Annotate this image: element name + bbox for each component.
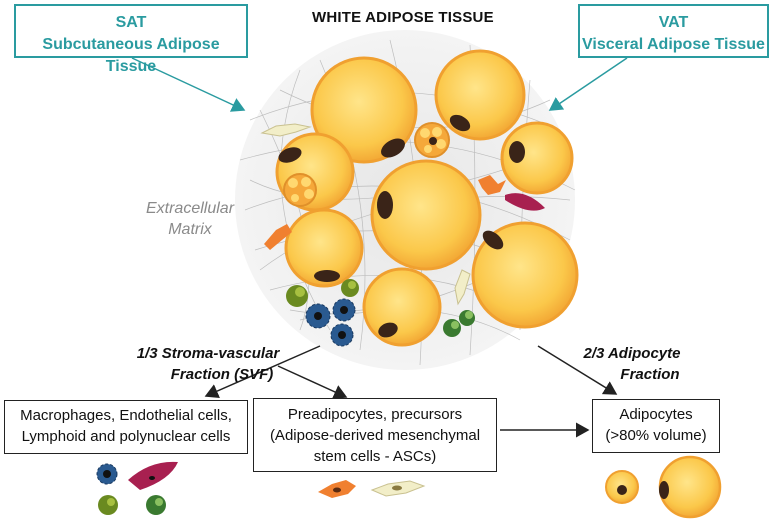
arrow-to-preadipocytes [277, 365, 348, 399]
arrow-to-adipocytes [537, 345, 618, 395]
arrow-to-macrophages [204, 345, 321, 399]
macrophages-box: Macrophages, Endothelial cells, Lymphoid… [4, 400, 248, 454]
stem-cell-top-left [260, 123, 312, 137]
adipocyte-small-berry-top [414, 122, 450, 158]
vat-arrow [548, 57, 628, 111]
macrophages-line2: Lymphoid and polynuclear cells [21, 428, 231, 445]
macrophages-line1: Macrophages, Endothelial cells, [20, 407, 232, 424]
stem-cell-bottom [454, 269, 471, 306]
adipocyte-small-berry-left [283, 173, 317, 207]
vat-name: Visceral Adipose Tissue [582, 36, 765, 53]
adipocyte-icons [605, 455, 722, 519]
sat-name: Subcutaneous Adipose Tissue [42, 36, 220, 75]
preadipocyte-right [478, 175, 506, 195]
adipocyte-right [500, 121, 574, 195]
svf-cell-icons [96, 461, 178, 515]
preadipocyte-icons [318, 480, 426, 498]
preadipocyte-left [264, 224, 292, 250]
preadipocytes-line1: Preadipocytes, precursors [287, 406, 463, 423]
preadipocytes-line3: stem cells - ASCs) [313, 448, 437, 465]
sat-abbrev: SAT [115, 14, 147, 31]
stromal-cells-cluster [260, 123, 545, 347]
sat-arrow [131, 57, 246, 112]
adipocytes-line2: (>80% volume) [605, 427, 707, 444]
sat-box: SAT Subcutaneous Adipose Tissue [14, 4, 248, 75]
adipocyte-fraction-line2: Fraction [620, 366, 680, 383]
svf-line1: 1/3 Stroma-vascular [136, 345, 280, 362]
diagram-title: WHITE ADIPOSE TISSUE [312, 9, 494, 26]
adipocyte-large-top-left [310, 56, 418, 164]
ecm-line2: Matrix [168, 221, 212, 238]
adipocyte-center-large [370, 159, 482, 271]
adipocytes-line1: Adipocytes [619, 406, 693, 423]
endothelial-cell-right [505, 193, 545, 211]
adipocyte-cluster [275, 49, 579, 347]
ecm-line1: Extracellular [145, 200, 235, 217]
adipocyte-fraction-label: 2/3 Adipocyte Fraction [567, 343, 697, 385]
adipocytes-box: Adipocytes (>80% volume) [592, 399, 720, 453]
preadipocytes-box: Preadipocytes, precursors (Adipose-deriv… [253, 398, 497, 472]
macrophage-cells [305, 298, 356, 347]
endothelial-cell-icon [128, 461, 178, 490]
adipocyte-fraction-line1: 2/3 Adipocyte [583, 345, 681, 362]
adipocyte-bottom-right-large [471, 221, 579, 329]
svf-line2: Fraction (SVF) [170, 366, 274, 383]
vat-box: VAT Visceral Adipose Tissue [578, 4, 769, 58]
adipocyte-lower-left [284, 208, 364, 288]
adipocyte-top-right [434, 49, 526, 141]
vat-abbrev: VAT [658, 14, 689, 31]
preadipocytes-line2: (Adipose-derived mesenchymal [269, 427, 481, 444]
extracellular-matrix-label: Extracellular Matrix [138, 198, 242, 240]
svf-fraction-label: 1/3 Stroma-vascular Fraction (SVF) [118, 343, 298, 385]
adipocyte-bottom-middle [362, 267, 442, 347]
lymphoid-cells [286, 279, 475, 337]
